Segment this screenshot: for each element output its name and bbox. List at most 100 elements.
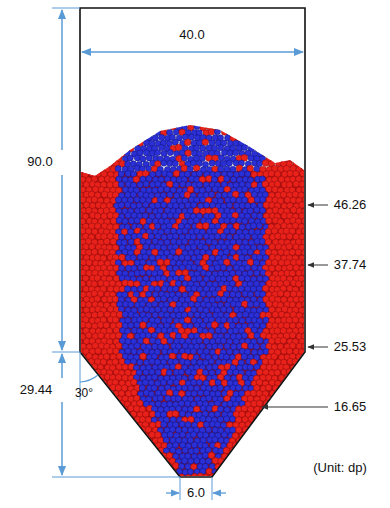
particle <box>224 176 230 182</box>
particle <box>83 150 90 157</box>
particle <box>188 385 194 391</box>
particle <box>162 213 168 219</box>
particle <box>113 140 120 147</box>
particle <box>203 369 209 375</box>
particle <box>284 135 291 142</box>
particle <box>295 385 302 392</box>
particle <box>101 160 108 167</box>
particle <box>182 385 188 391</box>
particle <box>116 124 123 131</box>
particle <box>92 156 99 163</box>
particle <box>245 118 252 125</box>
particle <box>191 285 197 291</box>
particle <box>290 145 297 152</box>
particle <box>268 150 275 157</box>
particle <box>124 140 131 147</box>
particle <box>280 140 287 147</box>
particle <box>83 369 90 376</box>
particle <box>82 161 89 168</box>
particle <box>290 385 297 392</box>
particle <box>236 239 242 245</box>
particle <box>256 139 263 146</box>
particle <box>280 150 287 157</box>
particle <box>277 135 284 142</box>
particle <box>178 118 185 125</box>
particle <box>251 129 258 136</box>
particle <box>155 181 161 187</box>
particle <box>164 259 171 266</box>
particle <box>230 123 237 130</box>
particle <box>227 150 233 156</box>
particle <box>247 123 254 130</box>
particle <box>161 119 168 126</box>
particle <box>197 233 203 239</box>
particle <box>122 123 129 130</box>
particle <box>80 156 87 163</box>
particle <box>89 150 96 157</box>
particle <box>144 306 150 312</box>
particle <box>233 150 239 156</box>
particle <box>226 285 232 291</box>
particle <box>146 291 152 297</box>
particle <box>125 202 131 208</box>
particle <box>125 118 132 125</box>
particle <box>209 275 215 281</box>
particle <box>140 135 147 142</box>
particle <box>230 228 236 234</box>
particle <box>167 150 173 156</box>
particle <box>202 139 209 146</box>
particle <box>113 151 120 158</box>
particle <box>167 119 174 126</box>
particle <box>97 144 104 151</box>
particle <box>239 275 245 281</box>
particle <box>76 380 83 387</box>
particle <box>296 124 303 131</box>
particle <box>182 239 188 245</box>
particle <box>242 218 248 224</box>
particle <box>161 202 167 208</box>
particle <box>233 130 240 137</box>
particle <box>159 135 165 141</box>
particle <box>191 391 197 397</box>
particle <box>284 155 291 162</box>
particle <box>173 213 179 219</box>
particle <box>125 171 131 177</box>
particle <box>203 223 210 230</box>
particle <box>92 385 99 392</box>
particle <box>140 322 147 329</box>
particle <box>173 129 179 135</box>
particle <box>256 119 263 126</box>
particle <box>265 145 272 152</box>
particle <box>95 348 102 355</box>
particle <box>88 139 95 146</box>
particle <box>142 129 149 136</box>
particle <box>302 375 309 382</box>
particle <box>134 155 140 161</box>
particle <box>91 196 98 203</box>
particle <box>208 358 214 364</box>
particle <box>184 213 190 219</box>
particle <box>118 181 124 187</box>
particle <box>152 301 158 307</box>
particle <box>180 181 186 187</box>
particle <box>106 140 113 147</box>
particle <box>259 238 265 244</box>
particle <box>216 192 222 198</box>
particle <box>101 191 108 198</box>
particle <box>242 291 248 297</box>
particle <box>95 380 102 387</box>
particle <box>269 129 276 136</box>
particle <box>97 134 104 141</box>
particle <box>83 130 90 137</box>
particle <box>239 129 246 136</box>
particle <box>230 291 236 297</box>
particle <box>122 218 128 224</box>
particle <box>296 364 303 371</box>
particle <box>152 124 159 131</box>
particle <box>220 338 226 344</box>
particle <box>161 160 167 166</box>
particle <box>296 375 303 382</box>
particle <box>103 124 110 131</box>
particle <box>233 328 239 334</box>
particle <box>109 123 116 130</box>
